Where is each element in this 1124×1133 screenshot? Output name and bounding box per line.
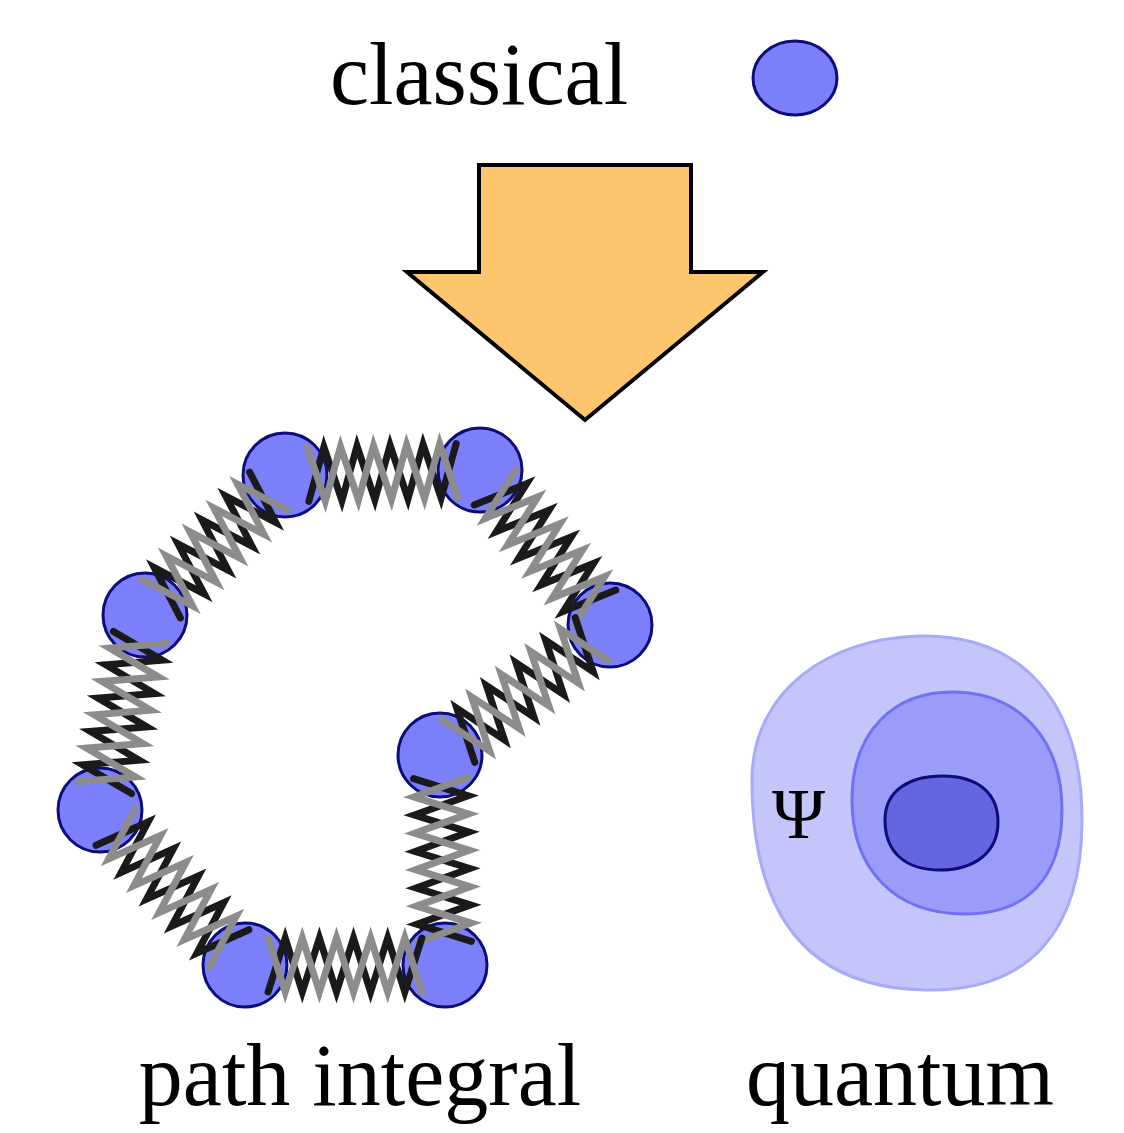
spring-coil: [414, 778, 471, 943]
classical-node: classical: [320, 20, 850, 130]
outer-contour: [752, 636, 1082, 990]
quantum-node: Ψquantum: [690, 630, 1110, 1120]
block-arrow: [407, 165, 763, 420]
spring-coil: [79, 644, 166, 782]
middle-contour: [852, 692, 1062, 914]
spring-coil: [268, 938, 422, 992]
node-label: classical: [330, 31, 628, 119]
spring-coil: [307, 444, 457, 501]
node-label: path integral: [139, 1032, 581, 1120]
path-integral-node: path integral: [40, 420, 680, 1120]
spring-coil: [485, 470, 604, 624]
ring-polymer: [40, 420, 680, 1120]
spring-coil: [268, 938, 422, 992]
spring-coil: [442, 629, 608, 751]
spring-coil: [142, 484, 288, 606]
particle-bead: [753, 41, 837, 115]
inner-contour: [885, 776, 998, 870]
node-label: quantum: [746, 1032, 1054, 1120]
spring-coil: [109, 808, 237, 966]
wavefunction-symbol: Ψ: [772, 778, 825, 850]
